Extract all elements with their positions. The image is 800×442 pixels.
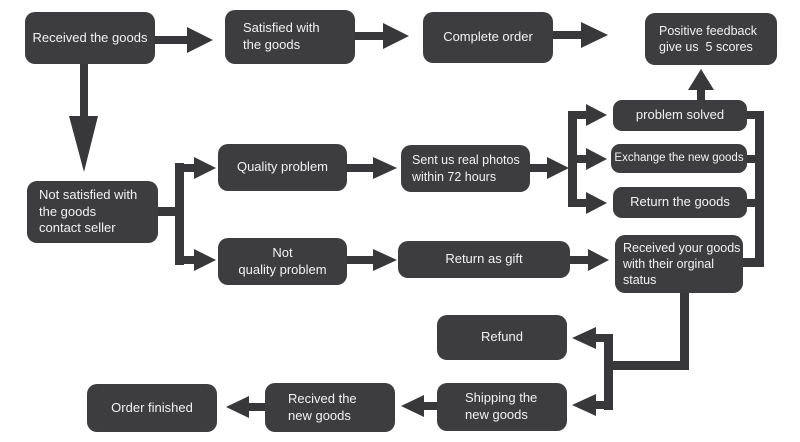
node-complete-order: Complete order [423,12,553,63]
node-label: Exchange the new goods [614,152,744,165]
node-sent-real-photos: Sent us real photos within 72 hours [401,145,530,192]
node-label: Sent us real photos within 72 hours [412,153,520,184]
edge-recived-to-finished [226,396,265,418]
node-label: Complete order [443,29,533,45]
node-label: Refund [481,329,523,345]
node-satisfied-with-goods: Satisfied with the goods [225,10,355,64]
node-label: Quality problem [236,159,329,175]
node-received-the-goods: Received the goods [25,12,155,64]
node-return-the-goods: Return the goods [613,187,747,218]
node-label: Positive feedback give us 5 scores [659,23,757,54]
node-recived-new-goods: Recived the new goods [265,383,395,432]
node-problem-solved: problem solved [613,100,747,131]
node-shipping-new-goods: Shipping the new goods [437,383,567,431]
edge-received-original-split [572,293,689,416]
node-label: Return as gift [445,251,523,267]
edge-complete-to-feedback [553,22,608,48]
node-label: problem solved [635,107,725,123]
node-label: Shipping the new goods [465,390,538,422]
node-label: Satisfied with the goods [243,20,320,52]
edge-received-to-not-satisfied [69,64,98,172]
node-label: Received your goods with their orginal s… [623,240,741,288]
node-positive-feedback: Positive feedback give us 5 scores [645,13,777,65]
node-not-satisfied: Not satisfied with the goods contact sel… [27,181,158,243]
edge-gift-to-received-original [570,249,609,271]
edge-received-to-satisfied [155,27,213,53]
edge-photos-to-outcomes [530,104,607,214]
node-return-as-gift: Return as gift [398,241,570,278]
edge-satisfied-to-complete [355,23,409,49]
node-refund: Refund [437,315,567,360]
node-quality-problem: Quality problem [218,144,347,191]
edge-solved-to-feedback [688,69,714,102]
edge-shipping-to-recived [401,395,437,417]
node-label: Order finished [111,399,193,415]
node-received-original-status: Received your goods with their orginal s… [615,235,743,293]
node-exchange-new-goods: Exchange the new goods [611,144,747,173]
node-label: Return the goods [630,194,730,210]
node-label: Not satisfied with the goods contact sel… [39,186,138,236]
node-order-finished: Order finished [87,384,217,432]
edge-quality-to-photos [347,157,397,179]
edge-outcomes-to-received-original [743,111,764,267]
node-not-quality-problem: Not quality problem [218,238,347,285]
node-label: Recived the new goods [288,390,357,423]
node-label: Not quality problem [238,244,327,277]
node-label: Received the goods [32,29,148,45]
edge-notquality-to-gift [347,249,397,271]
edge-not-satisfied-branch [158,157,216,271]
